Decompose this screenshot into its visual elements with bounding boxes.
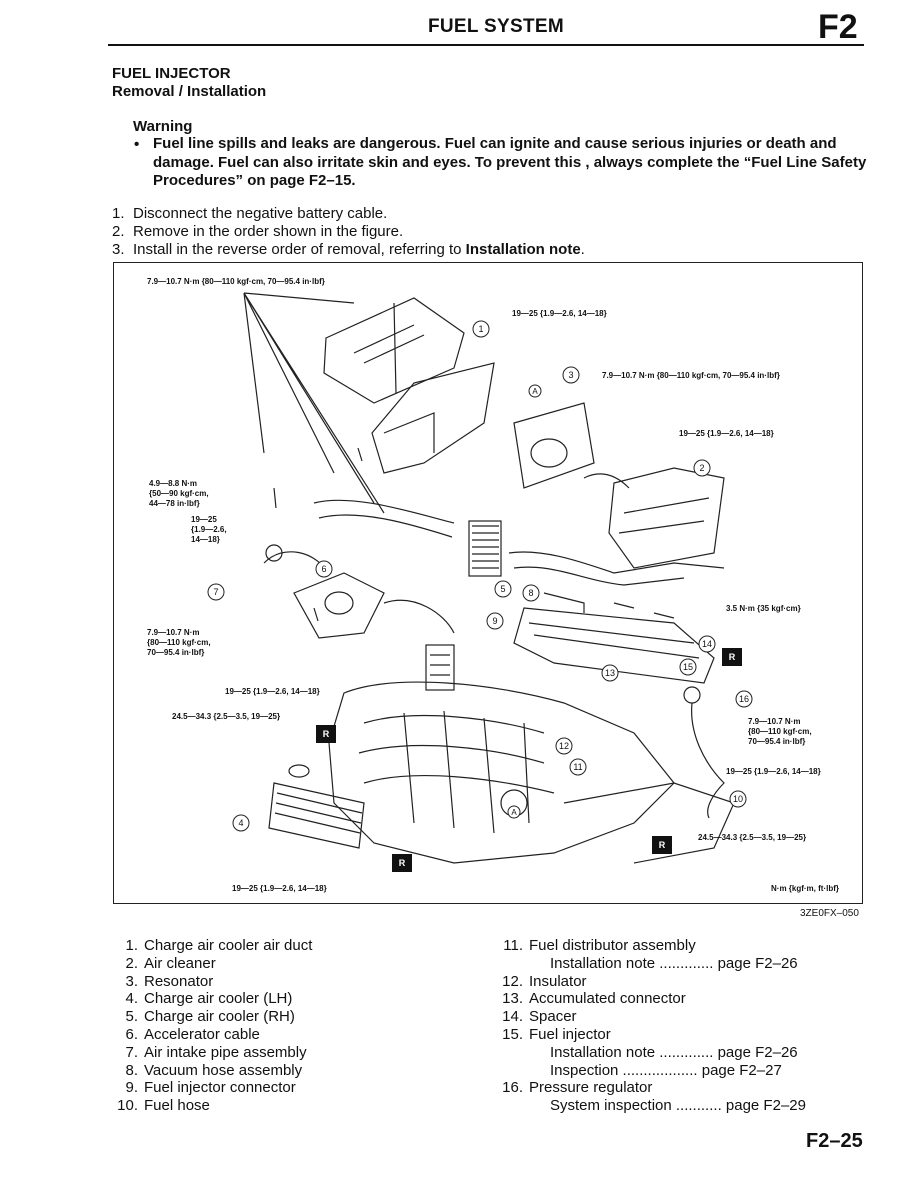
- procedure-step: 1.Disconnect the negative battery cable.: [112, 205, 388, 222]
- list-item: 6.Accelerator cable: [125, 1025, 260, 1043]
- list-item: 3.Resonator: [125, 972, 214, 990]
- callout-13: 13: [605, 668, 615, 678]
- torque-label: 70—95.4 in·lbf}: [748, 737, 805, 746]
- callout-5: 5: [500, 584, 505, 594]
- torque-label: 7.9—10.7 N·m: [147, 628, 199, 637]
- callout-12: 12: [559, 741, 569, 751]
- warning-bullet: •: [134, 136, 140, 153]
- torque-label: 14—18}: [191, 535, 220, 544]
- procedure-step: 2.Remove in the order shown in the figur…: [112, 223, 404, 240]
- callout-16: 16: [739, 694, 749, 704]
- parts-list-right: 11.Fuel distributor assembly Installatio…: [499, 937, 806, 1115]
- list-item: 11.Fuel distributor assembly: [503, 937, 696, 954]
- header-code: F2: [818, 8, 858, 46]
- torque-label: 7.9—10.7 N·m {80—110 kgf·cm, 70—95.4 in·…: [147, 277, 325, 286]
- callout-1: 1: [478, 324, 483, 334]
- header-title: FUEL SYSTEM: [428, 16, 564, 37]
- section-subtitle: Removal / Installation: [112, 83, 267, 100]
- callout-3: 3: [568, 370, 573, 380]
- torque-label: {80—110 kgf·cm,: [748, 727, 812, 736]
- marker-a: A: [511, 808, 517, 817]
- warning-heading: Warning: [133, 118, 193, 135]
- callout-11: 11: [573, 762, 582, 772]
- callout-6: 6: [321, 564, 326, 574]
- torque-label: 70—95.4 in·lbf}: [147, 648, 204, 657]
- replace-marker: R: [729, 652, 736, 662]
- torque-label: 19—25 {1.9—2.6, 14—18}: [225, 687, 320, 696]
- page-reference: Installation note ............. page F2–…: [550, 954, 798, 972]
- list-item: 9.Fuel injector connector: [125, 1079, 296, 1097]
- list-item: 16.Pressure regulator: [502, 1079, 653, 1097]
- exploded-view-figure: 1 2 3 4 5 6 7 8 9 10 11 12 13 14 15 16 A…: [113, 262, 863, 904]
- figure-code: 3ZE0FX–050: [800, 908, 859, 919]
- torque-label: 19—25 {1.9—2.6, 14—18}: [679, 429, 774, 438]
- callout-8: 8: [528, 588, 533, 598]
- procedure-step: 3.Install in the reverse order of remova…: [112, 241, 585, 258]
- page-reference: System inspection ........... page F2–29: [550, 1097, 806, 1115]
- torque-label: 19—25 {1.9—2.6, 14—18}: [726, 767, 821, 776]
- parts-list-left: 1.Charge air cooler air duct 2.Air clean…: [114, 937, 312, 1115]
- list-item: 14.Spacer: [502, 1008, 577, 1026]
- list-item: 2.Air cleaner: [125, 954, 216, 972]
- torque-label: {50—90 kgf·cm,: [149, 489, 209, 498]
- list-item: 10.Fuel hose: [117, 1097, 210, 1115]
- torque-label: 24.5—34.3 {2.5—3.5, 19—25}: [172, 712, 280, 721]
- torque-label: {1.9—2.6,: [191, 525, 227, 534]
- torque-label: 4.9—8.8 N·m: [149, 479, 197, 488]
- list-item: 1.Charge air cooler air duct: [125, 937, 313, 954]
- page-reference: Inspection .................. page F2–27: [550, 1061, 782, 1079]
- list-item: 13.Accumulated connector: [502, 990, 686, 1008]
- list-item: 12.Insulator: [502, 972, 587, 990]
- torque-label: 24.5—34.3 {2.5—3.5, 19—25}: [698, 833, 806, 842]
- warning-text: Fuel line spills and leaks are dangerous…: [153, 135, 867, 189]
- marker-a: A: [532, 387, 538, 396]
- replace-marker: R: [399, 858, 406, 868]
- list-item: 15.Fuel injector: [502, 1025, 611, 1043]
- callout-2: 2: [699, 463, 704, 473]
- list-item: 7.Air intake pipe assembly: [125, 1043, 307, 1061]
- procedure-steps: 1.Disconnect the negative battery cable.…: [112, 205, 585, 259]
- torque-label: 19—25 {1.9—2.6, 14—18}: [512, 309, 607, 318]
- callout-7: 7: [213, 587, 218, 597]
- page-number: F2–25: [806, 1130, 863, 1152]
- torque-label: 3.5 N·m {35 kgf·cm}: [726, 604, 801, 613]
- exploded-view-drawing: 1 2 3 4 5 6 7 8 9 10 11 12 13 14 15 16 A…: [147, 277, 839, 893]
- torque-label: 19—25 {1.9—2.6, 14—18}: [232, 884, 327, 893]
- replace-marker: R: [323, 729, 330, 739]
- replace-marker: R: [659, 840, 666, 850]
- list-item: 8.Vacuum hose assembly: [125, 1061, 303, 1079]
- torque-label: 44—78 in·lbf}: [149, 499, 200, 508]
- callout-9: 9: [492, 616, 497, 626]
- page-reference: Installation note ............. page F2–…: [550, 1043, 798, 1061]
- torque-label: {80—110 kgf·cm,: [147, 638, 211, 647]
- header-rule: [108, 44, 864, 46]
- section-title: FUEL INJECTOR: [112, 65, 231, 82]
- list-item: 4.Charge air cooler (LH): [125, 990, 293, 1008]
- units-label: N·m {kgf·m, ft·lbf}: [771, 884, 839, 893]
- installation-note-link: Installation note: [465, 241, 581, 258]
- callout-15: 15: [683, 662, 693, 672]
- figure-callouts: [207, 320, 753, 832]
- torque-label: 19—25: [191, 515, 217, 524]
- callout-14: 14: [702, 639, 712, 649]
- list-item: 5.Charge air cooler (RH): [125, 1008, 295, 1026]
- torque-label: 7.9—10.7 N·m: [748, 717, 800, 726]
- callout-4: 4: [238, 818, 243, 828]
- callout-10: 10: [733, 794, 743, 804]
- torque-label: 7.9—10.7 N·m {80—110 kgf·cm, 70—95.4 in·…: [602, 371, 780, 380]
